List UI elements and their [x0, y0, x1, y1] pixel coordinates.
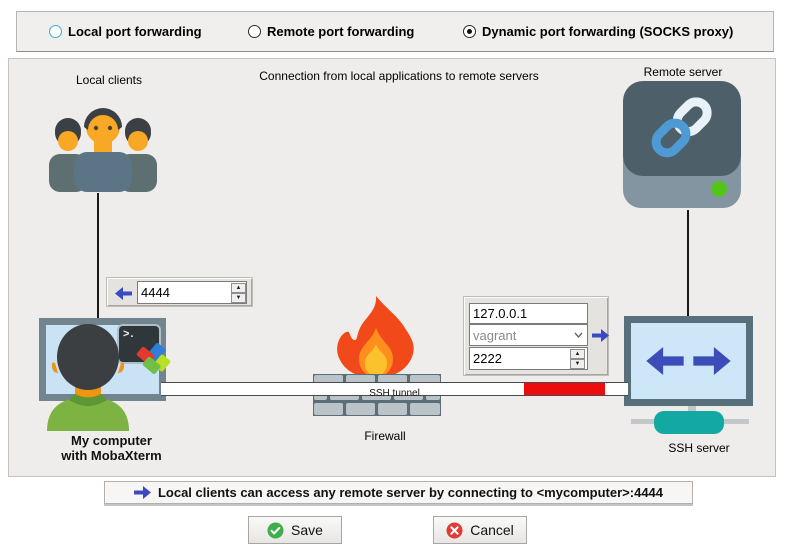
arrow-right-icon — [133, 486, 151, 499]
radio-label: Dynamic port forwarding (SOCKS proxy) — [482, 24, 734, 39]
cross-icon — [446, 522, 463, 539]
radio-icon[interactable] — [248, 25, 261, 38]
chain-link-icon — [651, 97, 712, 158]
ssh-server-label: SSH server — [668, 441, 730, 455]
flame-icon — [331, 294, 421, 379]
cancel-button[interactable]: Cancel — [433, 516, 527, 544]
spinner-down-icon[interactable]: ▼ — [231, 293, 246, 303]
terminal-prompt: >. — [123, 328, 135, 340]
diagram-canvas: Local clients Connection from local appl… — [8, 58, 776, 477]
arrow-right-icon — [592, 329, 609, 342]
local-port-input[interactable] — [137, 281, 247, 304]
users-icon — [38, 97, 168, 192]
chevron-down-icon[interactable] — [574, 332, 583, 338]
remote-connection-panel: vagrant ▲ ▼ — [463, 296, 609, 376]
firewall-label: Firewall — [364, 429, 406, 443]
save-label: Save — [291, 522, 323, 538]
check-icon — [267, 522, 284, 539]
ssh-tunnel-band: SSH tunnel — [161, 382, 628, 399]
radio-label: Remote port forwarding — [267, 24, 415, 39]
spinner-up-icon[interactable]: ▲ — [231, 283, 246, 293]
spinner-down-icon[interactable]: ▼ — [570, 359, 585, 369]
username-value: vagrant — [473, 327, 517, 343]
network-hub-icon — [654, 411, 724, 434]
remote-host-input[interactable] — [469, 303, 588, 324]
radio-icon[interactable] — [463, 25, 476, 38]
mobaxterm-logo-icon — [135, 342, 173, 378]
led-icon — [711, 181, 727, 197]
info-bar: Local clients can access any remote serv… — [104, 481, 693, 504]
ssh-server-icon — [624, 316, 753, 406]
radio-label: Local port forwarding — [68, 24, 202, 39]
radio-dynamic-port-forwarding[interactable]: Dynamic port forwarding (SOCKS proxy) — [463, 12, 733, 51]
local-port-panel: ▲ ▼ — [106, 277, 253, 307]
forwarding-mode-bar: Local port forwarding Remote port forwar… — [16, 11, 774, 52]
ssh-port-input[interactable] — [469, 347, 588, 370]
info-text: Local clients can access any remote serv… — [157, 485, 664, 500]
ssh-port-spinner[interactable]: ▲ ▼ — [570, 349, 585, 369]
ssh-arrow-left-icon — [646, 347, 684, 375]
radio-local-port-forwarding[interactable]: Local port forwarding — [49, 12, 202, 51]
radio-remote-port-forwarding[interactable]: Remote port forwarding — [248, 12, 414, 51]
connector-line-left — [97, 193, 99, 318]
person-icon — [35, 323, 139, 431]
ssh-tunnel-label: SSH tunnel — [369, 388, 420, 399]
local-port-spinner[interactable]: ▲ ▼ — [231, 283, 246, 303]
diagram-subtitle: Connection from local applications to re… — [259, 69, 539, 83]
tunnel-red-segment — [524, 383, 605, 395]
remote-server-icon — [623, 81, 741, 208]
ssh-arrow-right-icon — [693, 347, 731, 375]
remote-server-label: Remote server — [643, 65, 723, 79]
radio-icon[interactable] — [49, 25, 62, 38]
connector-line-right — [687, 210, 689, 316]
cancel-label: Cancel — [470, 522, 514, 538]
local-clients-label: Local clients — [75, 73, 143, 87]
spinner-up-icon[interactable]: ▲ — [570, 349, 585, 359]
my-computer-label: My computer with MobaXterm — [61, 433, 162, 463]
username-combo[interactable]: vagrant — [469, 324, 588, 346]
save-button[interactable]: Save — [248, 516, 342, 544]
arrow-left-icon — [115, 287, 132, 300]
